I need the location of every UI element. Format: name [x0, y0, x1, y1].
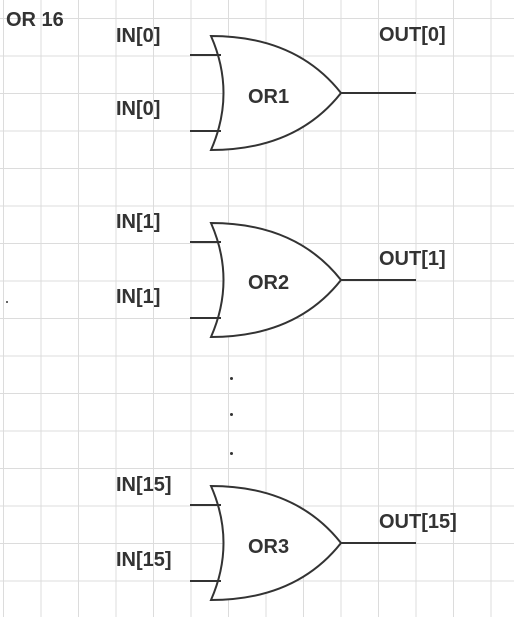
gate-1-label: OR1 — [248, 86, 290, 108]
or-gate-3[interactable] — [190, 484, 416, 602]
gate-3-input-b-label: IN[15] — [116, 549, 172, 571]
gate-2-input-b-label: IN[1] — [116, 286, 161, 308]
gate-3-input-a-label: IN[15] — [116, 474, 172, 496]
gate-3-output-label: OUT[15] — [379, 511, 457, 533]
gate-1-input-a-label: IN[0] — [116, 25, 161, 47]
ellipsis-dot-1 — [230, 377, 233, 380]
or-gate-3-body — [209, 484, 343, 602]
stray-dot — [6, 301, 8, 303]
gate-2-output-label: OUT[1] — [379, 248, 446, 270]
or-gate-1-body — [209, 34, 343, 152]
ellipsis-dot-3 — [230, 452, 233, 455]
or-gate-2-body — [209, 221, 343, 339]
ellipsis-dot-2 — [230, 413, 233, 416]
or-gate-2[interactable] — [190, 221, 416, 339]
gate-1-output-label: OUT[0] — [379, 24, 446, 46]
diagram-title: OR 16 — [6, 9, 64, 31]
gate-3-label: OR3 — [248, 536, 290, 558]
gate-1-input-b-label: IN[0] — [116, 98, 161, 120]
gate-2-label: OR2 — [248, 272, 290, 294]
gate-2-input-a-label: IN[1] — [116, 211, 161, 233]
or-gate-1[interactable] — [190, 34, 416, 152]
